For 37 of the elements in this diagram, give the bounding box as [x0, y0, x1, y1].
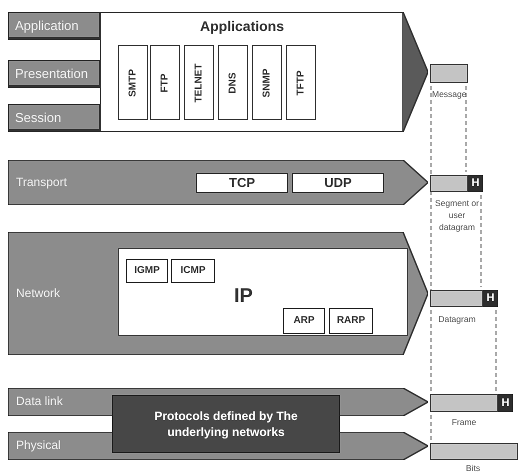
layer-label: Session: [8, 104, 100, 132]
protocol-box: FTP: [150, 45, 180, 120]
layer-name: Transport: [16, 174, 67, 188]
header-box: H: [468, 175, 483, 192]
group-title: Applications: [200, 18, 284, 34]
layer-name: Network: [16, 286, 60, 300]
protocol-box: UDP: [292, 173, 384, 193]
protocol-box: TFTP: [286, 45, 316, 120]
data-unit-bar: [430, 64, 468, 83]
protocol-box: RARP: [329, 308, 373, 334]
data-unit-bar: [430, 394, 498, 412]
protocol-box: SMTP: [118, 45, 148, 120]
data-unit-label: Frame: [450, 416, 478, 428]
data-unit-label: Message: [432, 88, 466, 100]
protocol-box: TCP: [196, 173, 288, 193]
protocol-box: IGMP: [126, 259, 168, 283]
applications-block: [100, 12, 428, 132]
layer-label: Application: [8, 12, 100, 40]
protocol-name: IP: [234, 285, 253, 308]
data-unit-label: Segment or user datagram: [434, 197, 480, 233]
protocol-box: ARP: [283, 308, 325, 334]
layer-label: Presentation: [8, 60, 100, 88]
data-unit-bar: [430, 443, 518, 460]
layer-band: [8, 160, 428, 205]
layer-band: [8, 232, 428, 355]
protocol-box: TELNET: [184, 45, 214, 120]
data-unit-bar: [430, 290, 483, 307]
protocol-box: DNS: [218, 45, 248, 120]
protocol-box: ICMP: [171, 259, 215, 283]
protocol-box: SNMP: [252, 45, 282, 120]
ip-block: [118, 248, 408, 336]
data-unit-label: Datagram: [437, 313, 477, 325]
underlying-networks-box: Protocols defined by The underlying networks: [112, 395, 340, 453]
data-unit-label: Bits: [464, 462, 482, 473]
data-unit-bar: [430, 175, 468, 192]
header-box: H: [498, 394, 513, 412]
header-box: H: [483, 290, 498, 307]
